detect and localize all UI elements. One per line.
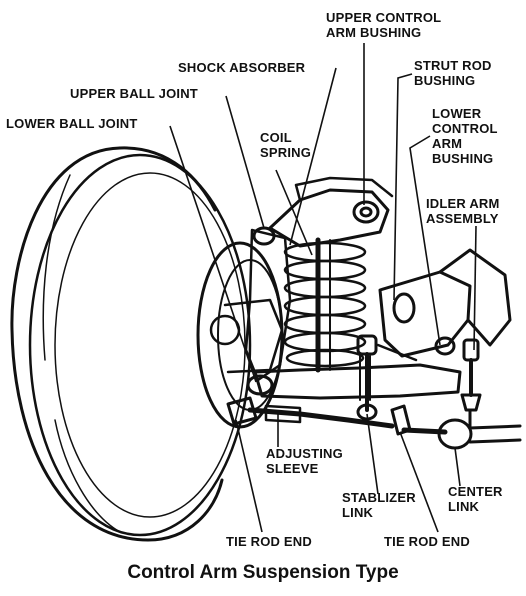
label-shock-absorber: SHOCK ABSORBER bbox=[178, 60, 306, 75]
label-adjusting-sleeve: ADJUSTING SLEEVE bbox=[266, 446, 343, 476]
idler-arm-illustration bbox=[460, 338, 482, 412]
frame-bracket-illustration bbox=[378, 248, 512, 358]
leader-shock-absorber bbox=[289, 67, 337, 246]
lower-control-arm-illustration bbox=[253, 355, 462, 401]
label-tie-rod-end-left: TIE ROD END bbox=[226, 534, 312, 549]
label-tie-rod-end-right: TIE ROD END bbox=[384, 534, 470, 549]
label-stabilizer-link: STABLIZER LINK bbox=[342, 490, 416, 520]
label-lower-control-arm-bushing: LOWER CONTROL ARM BUSHING bbox=[432, 106, 498, 166]
leader-idler-arm-assembly bbox=[473, 225, 477, 351]
upper-control-arm-illustration bbox=[268, 176, 394, 248]
label-idler-arm-assembly: IDLER ARM ASSEMBLY bbox=[426, 196, 500, 226]
leader-strut-rod-bushing bbox=[393, 73, 413, 301]
leader-tie-rod-end-right bbox=[399, 431, 439, 533]
leader-upper-ball-joint bbox=[225, 95, 265, 229]
center-link-illustration bbox=[437, 408, 522, 450]
leader-stabilizer-link bbox=[366, 413, 379, 495]
label-coil-spring: COIL SPRING bbox=[260, 130, 312, 160]
leader-lower-control-arm-bushing bbox=[409, 135, 441, 346]
coil-spring-illustration bbox=[283, 237, 367, 373]
leader-tie-rod-end-left bbox=[235, 419, 263, 533]
label-lower-ball-joint: LOWER BALL JOINT bbox=[6, 116, 138, 131]
label-upper-ball-joint: UPPER BALL JOINT bbox=[70, 86, 198, 101]
leader-center-link bbox=[454, 447, 461, 487]
label-upper-control-arm-bushing: UPPER CONTROL ARM BUSHING bbox=[326, 10, 442, 40]
leader-coil-spring bbox=[275, 169, 313, 256]
label-strut-rod-bushing: STRUT ROD BUSHING bbox=[414, 58, 492, 88]
leader-lower-ball-joint bbox=[169, 125, 257, 383]
leader-lines bbox=[169, 43, 477, 533]
tire-illustration bbox=[10, 146, 252, 542]
label-center-link: CENTER LINK bbox=[448, 484, 503, 514]
stabilizer-link-illustration bbox=[356, 334, 418, 421]
diagram-caption: Control Arm Suspension Type bbox=[127, 562, 399, 583]
